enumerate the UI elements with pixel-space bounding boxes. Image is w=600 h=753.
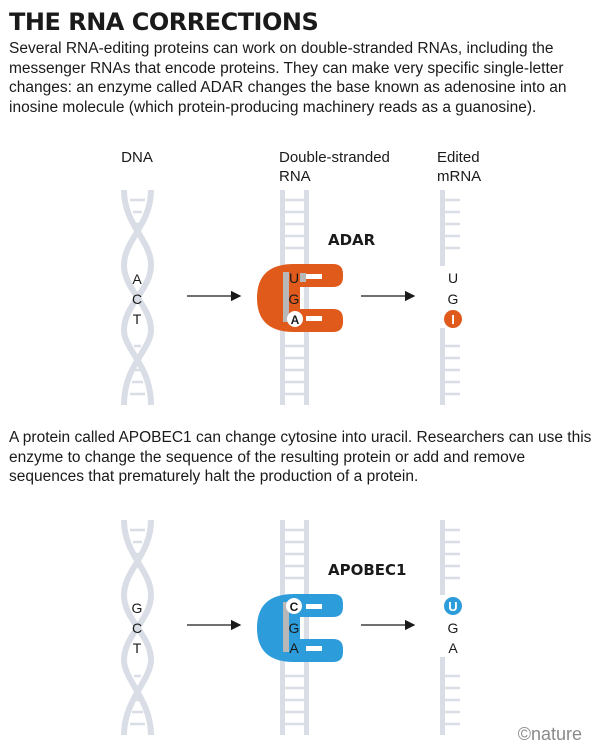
column-header-edited-line2: mRNA <box>437 168 481 185</box>
nature-credit: ©nature <box>517 724 582 744</box>
rna2-base-2: G <box>289 620 300 636</box>
edited2-base-2: G <box>448 620 459 636</box>
apobec1-label: APOBEC1 <box>328 561 406 579</box>
column-header-ds-rna-line2: RNA <box>279 168 311 185</box>
edited-base-2: G <box>448 291 459 307</box>
rna2-base-3: A <box>289 640 299 656</box>
dna-base-3: T <box>133 311 142 327</box>
edited2-base-1-uracil: U <box>448 599 457 614</box>
dna2-base-3: T <box>133 640 142 656</box>
rna-base-1: U <box>289 270 299 286</box>
intro-paragraph: Several RNA-editing proteins can work on… <box>9 40 567 116</box>
edited-mrna-strand-2 <box>436 520 470 735</box>
dna-base-2: C <box>132 291 142 307</box>
apobec-paragraph: A protein called APOBEC1 can change cyto… <box>9 429 592 486</box>
inosine-highlight <box>444 310 462 328</box>
column-header-dna: DNA <box>121 149 153 166</box>
edited-base-1: U <box>448 270 458 286</box>
dna-helix <box>120 189 155 406</box>
dna2-base-2: C <box>132 620 142 636</box>
dna2-base-1: G <box>132 600 143 616</box>
rna-base-3-target: A <box>291 313 300 327</box>
edited2-base-3: A <box>448 640 458 656</box>
dna-helix-2 <box>120 519 155 736</box>
adar-enzyme-shape <box>257 264 343 332</box>
column-header-edited-line1: Edited <box>437 149 480 166</box>
rna-base-2: G <box>289 291 300 307</box>
apobec1-enzyme-shape <box>257 594 343 662</box>
uracil-highlight <box>444 597 462 615</box>
edited-base-3-inosine: I <box>451 312 455 327</box>
dna-base-1: A <box>132 271 142 287</box>
rna2-base-1-target: C <box>290 600 299 614</box>
page-title: THE RNA CORRECTIONS <box>9 8 319 36</box>
column-header-ds-rna-line1: Double-stranded <box>279 149 390 166</box>
adar-label: ADAR <box>328 231 376 249</box>
